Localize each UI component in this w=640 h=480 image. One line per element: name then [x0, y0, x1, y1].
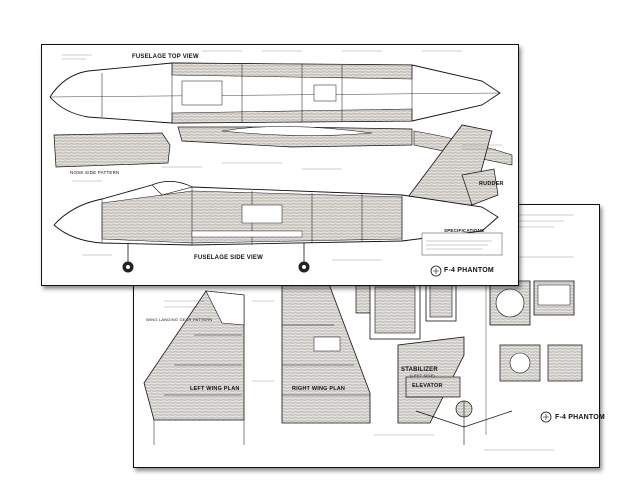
stabilizer-label: STABILIZER: [401, 367, 438, 373]
fuselage-side-view-label: FUSELAGE SIDE VIEW: [194, 255, 263, 261]
rudder-label: RUDDER: [479, 181, 504, 187]
left-wing-plan-label: LEFT WING PLAN: [190, 386, 240, 392]
elevator-label: ELEVATOR: [412, 383, 443, 389]
plan-sheet-fuselage: FUSELAGE TOP VIEW FUSELAGE SIDE VIEW NOS…: [41, 44, 519, 286]
back-sheet-title: F-4 PHANTOM: [555, 414, 605, 421]
front-sheet-title: F-4 PHANTOM: [444, 267, 494, 274]
fuselage-top-view-label: FUSELAGE TOP VIEW: [132, 54, 199, 60]
stabilizer-sub-label: (LEFT SIDE): [410, 373, 436, 378]
wing-plan-drawing: [143, 206, 583, 451]
wing-landing-gear-pattern-label: WING LANDING GEAR PATTERN: [146, 317, 213, 322]
specifications-label: SPECIFICATIONS: [444, 228, 485, 233]
fuselage-drawing: [49, 50, 513, 277]
right-wing-plan-label: RIGHT WING PLAN: [292, 386, 346, 392]
nose-side-pattern-label: NOSE SIDE PATTERN: [70, 170, 120, 175]
